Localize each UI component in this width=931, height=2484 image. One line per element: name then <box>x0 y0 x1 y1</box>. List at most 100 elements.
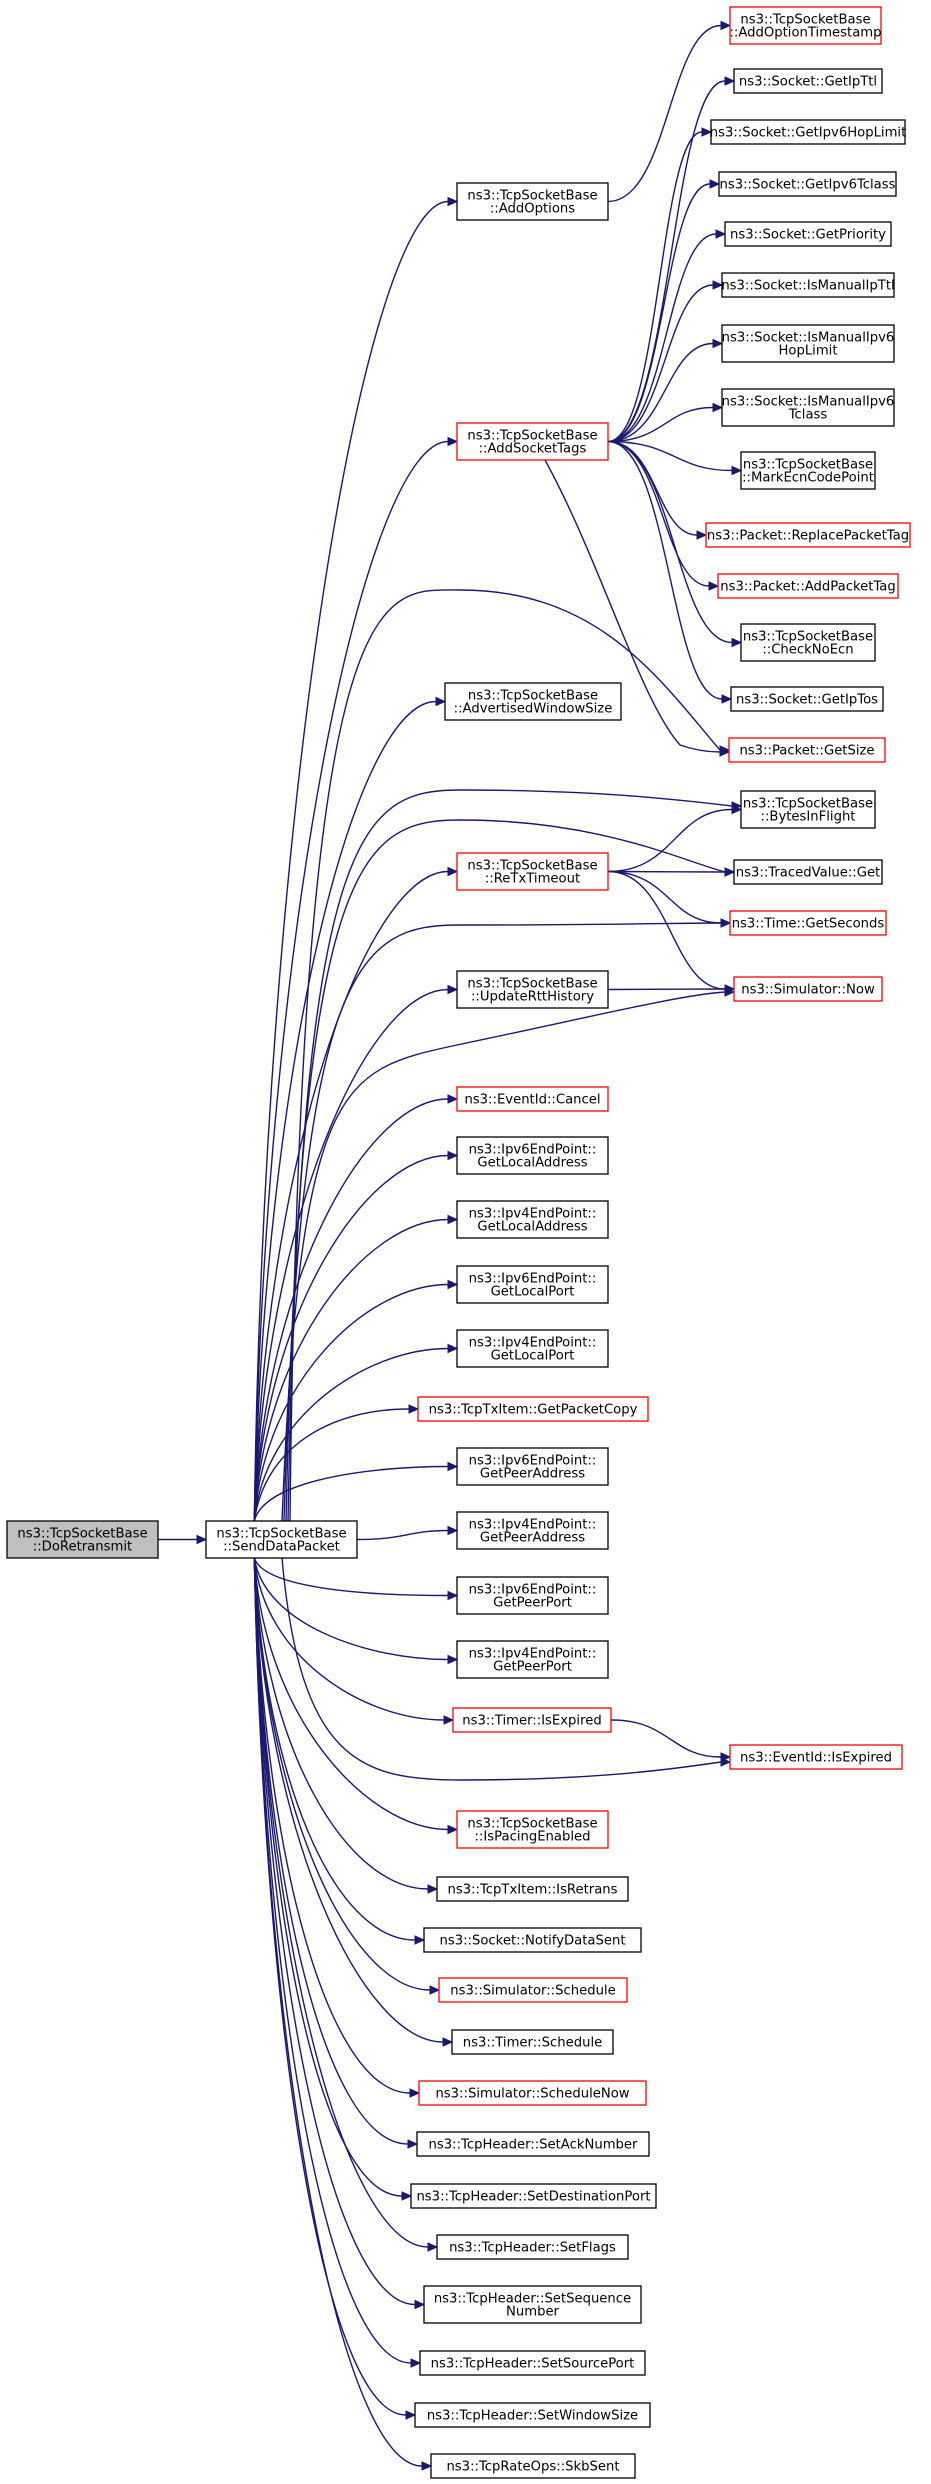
edge-line <box>253 1283 449 1522</box>
edge-SendDataPacket-to-AddSocketTags <box>253 436 459 1522</box>
node-set-source-port[interactable]: ns3::TcpHeader::SetSourcePort <box>419 2350 646 2376</box>
edge-line <box>607 440 733 644</box>
arrow-head-icon <box>447 1214 459 1225</box>
node-get-ip-tos[interactable]: ns3::Socket::GetIpTos <box>730 686 884 712</box>
node-box <box>419 2350 646 2376</box>
node-notify-data-sent[interactable]: ns3::Socket::NotifyDataSent <box>423 1927 642 1953</box>
node-timer-schedule[interactable]: ns3::Timer::Schedule <box>451 2029 614 2055</box>
arrow-head-icon <box>447 1343 459 1354</box>
node-label: ns3::TcpSocketBase <box>467 429 597 444</box>
node-label: ns3::Ipv4EndPoint:: <box>469 1518 597 1533</box>
edge-AddSocketTags-to-CheckNoEcn <box>607 440 743 648</box>
arrow-head-icon <box>447 1461 459 1472</box>
node-set-ack-number[interactable]: ns3::TcpHeader::SetAckNumber <box>416 2131 650 2157</box>
node-replace-packet-tag[interactable]: ns3::Packet::ReplacePacketTag <box>705 522 911 548</box>
node-get-ip-ttl[interactable]: ns3::Socket::GetIpTtl <box>733 68 883 94</box>
node-re-tx-timeout[interactable]: ns3::TcpSocketBase::ReTxTimeout <box>456 852 609 891</box>
node-skb-sent[interactable]: ns3::TcpRateOps::SkbSent <box>430 2453 636 2479</box>
arrow-head-icon <box>447 436 459 447</box>
node-box <box>436 1876 629 1902</box>
node-label: ::UpdateRttHistory <box>471 990 594 1005</box>
node-do-retransmit[interactable]: ns3::TcpSocketBase::DoRetransmit <box>6 1520 159 1559</box>
node-get-ipv6tclass[interactable]: ns3::Socket::GetIpv6Tclass <box>718 171 897 197</box>
node-event-id-is-expired[interactable]: ns3::EventId::IsExpired <box>729 1744 903 1770</box>
node-ipv6get-peer-port[interactable]: ns3::Ipv6EndPoint::GetPeerPort <box>456 1576 609 1615</box>
arrow-head-icon <box>721 694 733 704</box>
edge-line <box>607 870 722 924</box>
node-event-id-cancel[interactable]: ns3::EventId::Cancel <box>456 1086 609 1112</box>
node-simulator-schedule[interactable]: ns3::Simulator::Schedule <box>438 1977 628 2003</box>
arrow-head-icon <box>196 1534 208 1545</box>
edge-line <box>253 1557 429 2248</box>
node-timer-is-expired[interactable]: ns3::Timer::IsExpired <box>452 1707 612 1733</box>
node-is-retrans[interactable]: ns3::TcpTxItem::IsRetrans <box>436 1876 629 1902</box>
node-box <box>740 623 876 662</box>
edge-line <box>607 233 717 443</box>
node-ipv4get-local-address[interactable]: ns3::Ipv4EndPoint::GetLocalAddress <box>456 1200 609 1239</box>
arrow-head-icon <box>447 1824 459 1835</box>
node-advertised-window-size[interactable]: ns3::TcpSocketBase::AdvertisedWindowSize <box>444 682 622 721</box>
edge-SendDataPacket-to-TimerIsExpired <box>253 1557 455 1725</box>
edge-line <box>253 1557 423 2467</box>
node-get-packet-copy[interactable]: ns3::TcpTxItem::GetPacketCopy <box>417 1396 649 1422</box>
arrow-head-icon <box>447 1094 459 1104</box>
node-set-flags[interactable]: ns3::TcpHeader::SetFlags <box>436 2234 629 2260</box>
node-bytes-in-flight[interactable]: ns3::TcpSocketBase::BytesInFlight <box>740 790 876 829</box>
node-label: ns3::TcpSocketBase <box>740 13 870 28</box>
node-time-get-seconds[interactable]: ns3::Time::GetSeconds <box>729 910 887 936</box>
node-box <box>456 1086 609 1112</box>
edge-line <box>253 1557 407 2416</box>
node-get-size[interactable]: ns3::Packet::GetSize <box>728 737 886 763</box>
node-schedule-now[interactable]: ns3::Simulator::ScheduleNow <box>418 2080 647 2106</box>
node-ipv6get-local-address[interactable]: ns3::Ipv6EndPoint::GetLocalAddress <box>456 1136 609 1175</box>
node-send-data-packet[interactable]: ns3::TcpSocketBase::SendDataPacket <box>205 1520 358 1559</box>
node-check-no-ecn[interactable]: ns3::TcpSocketBase::CheckNoEcn <box>740 623 876 662</box>
node-add-packet-tag[interactable]: ns3::Packet::AddPacketTag <box>717 573 899 599</box>
node-ipv4get-local-port[interactable]: ns3::Ipv4EndPoint::GetLocalPort <box>456 1329 609 1368</box>
edge-AddSocketTags-to-GetIpTos <box>607 440 733 704</box>
node-set-window-size[interactable]: ns3::TcpHeader::SetWindowSize <box>414 2402 651 2428</box>
node-ipv6get-local-port[interactable]: ns3::Ipv6EndPoint::GetLocalPort <box>456 1265 609 1304</box>
node-add-options[interactable]: ns3::TcpSocketBase::AddOptions <box>456 182 609 221</box>
node-ipv4get-peer-address[interactable]: ns3::Ipv4EndPoint::GetPeerAddress <box>456 1511 609 1550</box>
node-box <box>733 859 883 885</box>
edge-line <box>253 1557 409 2145</box>
edge-line <box>607 808 733 873</box>
node-box <box>456 970 609 1009</box>
node-ipv6get-peer-address[interactable]: ns3::Ipv6EndPoint::GetPeerAddress <box>456 1447 609 1486</box>
node-label: ns3::TcpHeader::SetSequence <box>434 2292 631 2307</box>
node-label: ns3::Socket::GetIpTos <box>736 693 878 708</box>
node-get-ipv6hop-limit[interactable]: ns3::Socket::GetIpv6HopLimit <box>710 119 907 145</box>
node-box <box>6 1520 159 1559</box>
node-box <box>456 852 609 891</box>
node-box <box>740 451 876 490</box>
node-label: ns3::Ipv6EndPoint:: <box>469 1583 597 1598</box>
node-ipv4get-peer-port[interactable]: ns3::Ipv4EndPoint::GetPeerPort <box>456 1640 609 1679</box>
node-box <box>717 573 899 599</box>
edge-line <box>253 1557 444 2043</box>
node-is-pacing-enabled[interactable]: ns3::TcpSocketBase::IsPacingEnabled <box>456 1810 609 1849</box>
node-box <box>729 6 882 45</box>
node-simulator-now[interactable]: ns3::Simulator::Now <box>733 976 883 1002</box>
node-traced-value-get[interactable]: ns3::TracedValue::Get <box>733 859 883 885</box>
edge-SendDataPacket-to-SimulatorNow <box>281 987 736 1522</box>
node-is-manual-ip-ttl[interactable]: ns3::Socket::IsManualIpTtl <box>721 272 895 298</box>
node-mark-ecn-code-point[interactable]: ns3::TcpSocketBase::MarkEcnCodePoint <box>740 451 876 490</box>
node-label: ns3::TcpRateOps::SkbSent <box>446 2460 619 2475</box>
node-add-option-timestamp[interactable]: ns3::TcpSocketBase::AddOptionTimestamp <box>729 6 882 45</box>
edge-AddSocketTags-to-GetPriority <box>607 229 727 443</box>
node-update-rtt-history[interactable]: ns3::TcpSocketBase::UpdateRttHistory <box>456 970 609 1009</box>
edge-SendDataPacket-to-Ipv4GetLocalPort <box>253 1343 459 1522</box>
node-get-priority[interactable]: ns3::Socket::GetPriority <box>724 221 892 247</box>
node-set-destination-port[interactable]: ns3::TcpHeader::SetDestinationPort <box>410 2183 657 2209</box>
node-add-socket-tags[interactable]: ns3::TcpSocketBase::AddSocketTags <box>456 422 609 461</box>
edge-SendDataPacket-to-GetSize <box>289 589 731 1522</box>
node-label: ns3::Packet::ReplacePacketTag <box>707 529 909 544</box>
node-label: ns3::Simulator::Now <box>741 983 875 998</box>
arrow-head-icon <box>731 637 743 648</box>
node-box <box>444 682 622 721</box>
arrow-head-icon <box>447 196 459 207</box>
